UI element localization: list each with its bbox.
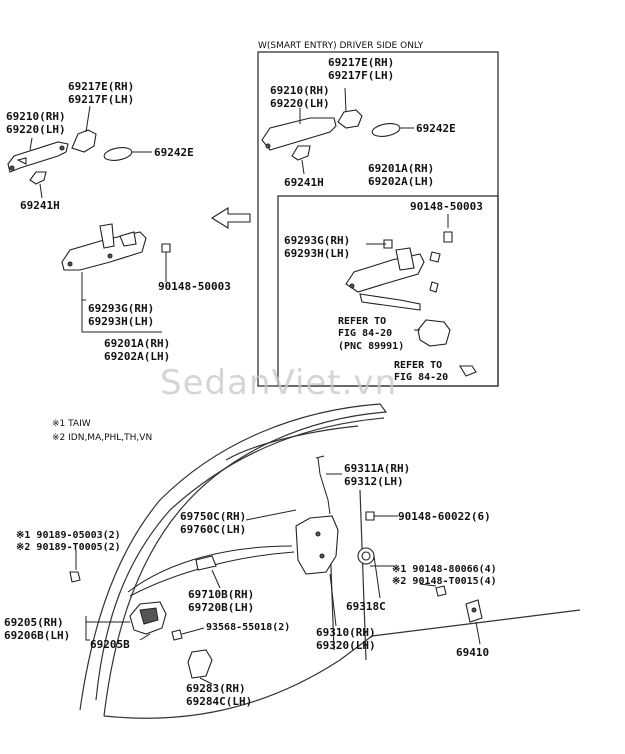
sb-label-69241: 69241H xyxy=(284,176,324,189)
label-69311: 69311A(RH)69312(LH) xyxy=(344,462,410,488)
smart-entry-title: W(SMART ENTRY) DRIVER SIDE ONLY xyxy=(258,41,424,51)
door-latch-part xyxy=(295,515,339,575)
label-69210: 69210(RH)69220(LH) xyxy=(6,110,66,136)
label-69217: 69217E(RH)69217F(LH) xyxy=(68,80,134,106)
sb-label-69201: 69201A(RH)69202A(LH) xyxy=(368,162,434,188)
door-outline xyxy=(79,403,388,717)
handle-cover-part xyxy=(71,129,97,153)
label-69205: 69205(RH)69206B(LH) xyxy=(4,616,70,642)
sb-label-69210: 69210(RH)69220(LH) xyxy=(270,84,330,110)
outside-handle-group: 69217E(RH)69217F(LH) 69210(RH)69220(LH) … xyxy=(6,80,194,212)
label-90189: ※1 90189-05003(2)※2 90189-T0005(2) xyxy=(16,530,121,553)
cable-part xyxy=(127,545,293,593)
label-69410: 69410 xyxy=(456,646,489,659)
bolt-part xyxy=(161,243,171,253)
label-69242: 69242E xyxy=(154,146,194,159)
label-69241: 69241H xyxy=(20,199,60,212)
handle-frame-group: 90148-50003 69293G(RH)69293H(LH) 69201A(… xyxy=(61,223,231,363)
handle-cap-part xyxy=(103,147,133,161)
sb-label-69242: 69242E xyxy=(416,122,456,135)
sb-label-69217: 69217E(RH)69217F(LH) xyxy=(328,56,394,82)
sb-label-90148-50003: 90148-50003 xyxy=(410,200,483,213)
label-69310: 69310(RH)69320(LH) xyxy=(316,626,376,652)
label-90148-80066: ※1 90148-80066(4)※2 90148-T0015(4) xyxy=(392,564,497,587)
label-69710: 69710B(RH)69720B(LH) xyxy=(188,588,254,614)
label-90148-60022: 90148-60022(6) xyxy=(398,510,491,523)
note-taiw: ※1 TAIW xyxy=(52,419,91,429)
label-69750: 69750C(RH)69760C(LH) xyxy=(180,510,246,536)
label-69205b: 69205B xyxy=(90,638,130,651)
smart-entry-panel: W(SMART ENTRY) DRIVER SIDE ONLY 69217E(R… xyxy=(257,41,499,387)
label-69293: 69293G(RH)69293H(LH) xyxy=(88,302,154,328)
watermark: SedanViet.vn xyxy=(160,363,397,403)
door-assembly: 69311A(RH)69312(LH) 69750C(RH)69760C(LH)… xyxy=(4,403,581,719)
label-69201: 69201A(RH)69202A(LH) xyxy=(104,337,170,363)
note-idn: ※2 IDN,MA,PHL,TH,VN xyxy=(52,433,152,443)
pad-part xyxy=(29,171,47,185)
label-90148-50003: 90148-50003 xyxy=(158,280,231,293)
outside-handle-part xyxy=(7,141,69,173)
label-69318: 69318C xyxy=(346,600,386,613)
label-69283: 69283(RH)69284C(LH) xyxy=(186,682,252,708)
label-93568: 93568-55018(2) xyxy=(206,622,290,633)
arrow-left-icon xyxy=(210,207,251,229)
sb-label-69293: 69293G(RH)69293H(LH) xyxy=(284,234,350,260)
